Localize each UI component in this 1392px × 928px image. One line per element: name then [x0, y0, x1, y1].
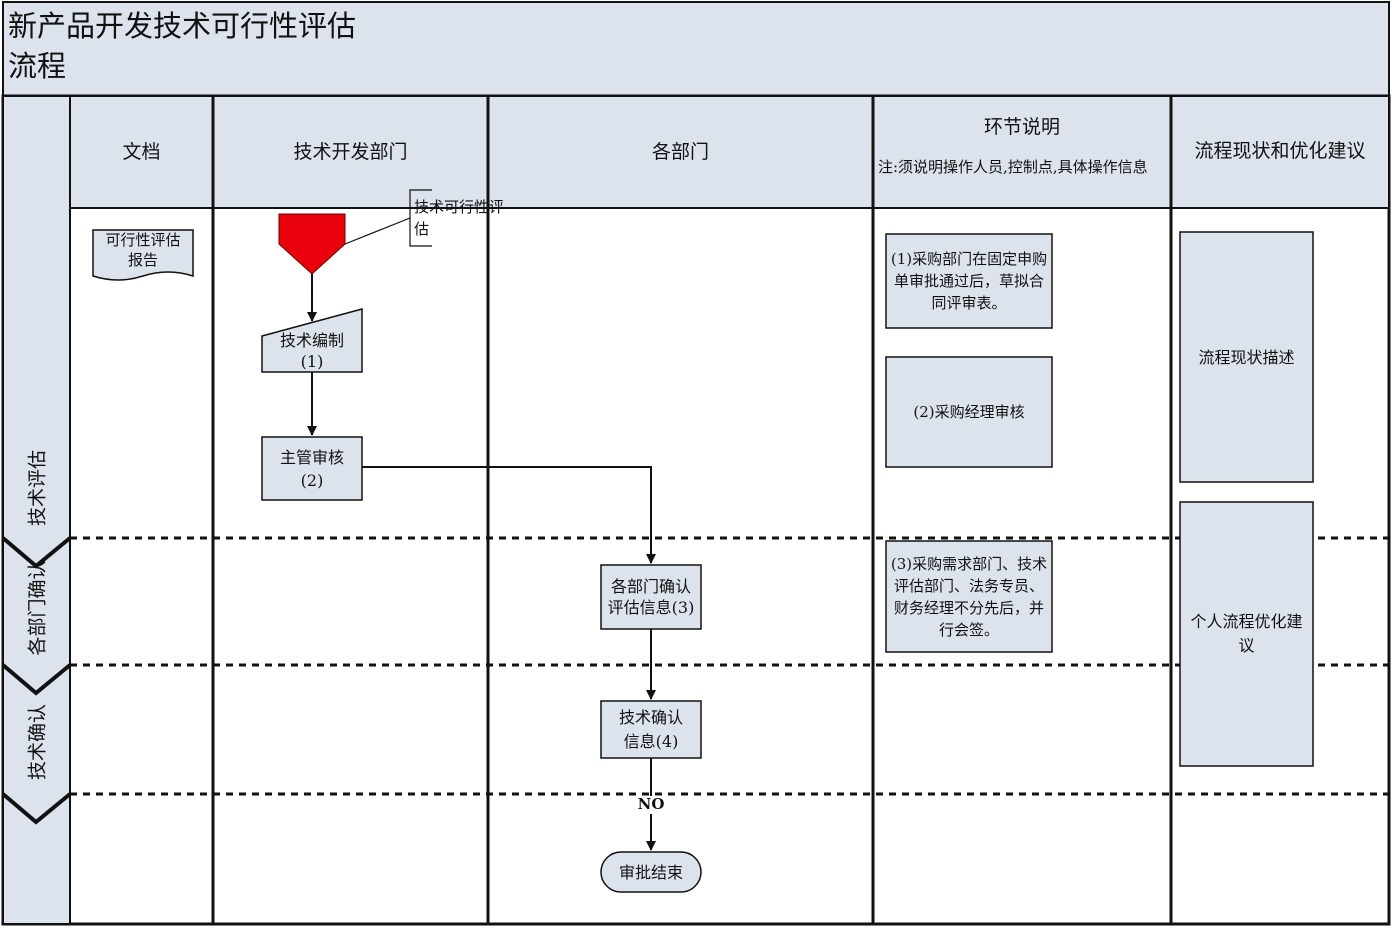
column-header-optimization: 流程现状和优化建议 — [1194, 140, 1366, 162]
phase-chevron — [1, 663, 72, 696]
phase-chevron — [1, 792, 72, 825]
note2-label: (2)采购经理审核 — [913, 402, 1025, 421]
callout-line — [344, 217, 411, 245]
phase-label-tech-eval: 技术评估 — [26, 449, 49, 527]
outer-frame — [1, 94, 1391, 926]
compile-node-label: 技术编制 (1) — [279, 331, 344, 371]
status-label: 流程现状描述 — [1198, 347, 1295, 367]
compile-node-shape — [261, 308, 363, 373]
column-header-step-desc: 环节说明 — [983, 115, 1060, 138]
report-document-label: 可行性评估报告 — [105, 231, 181, 269]
column-header-document: 文档 — [122, 140, 161, 163]
start-node — [278, 213, 346, 275]
phase-label-tech-confirm: 技术确认 — [26, 703, 49, 781]
note1-shape — [885, 233, 1053, 329]
supervisor-node-label: 主管审核 (2) — [279, 447, 344, 490]
phase-column — [2, 95, 71, 925]
title-bar — [2, 1, 1390, 97]
end-node-label: 审批结束 — [618, 862, 683, 882]
page-title: 新产品开发技术可行性评估 流程 — [8, 9, 357, 83]
dept-confirm-node-label: 各部门确认评估信息(3) — [607, 577, 695, 617]
phase-chevron — [1, 536, 72, 569]
supervisor-node-shape — [261, 436, 363, 501]
column-header-tech-dept: 技术开发部门 — [293, 140, 408, 163]
tech-confirm-node-label: 技术确认 信息(4) — [618, 707, 683, 751]
column-header-step-note: 注:须说明操作人员,控制点,具体操作信息 — [878, 158, 1148, 176]
note1-label: (1)采购部门在固定申购单审批通过后，草拟合同评审表。 — [890, 250, 1048, 312]
end-node-shape — [600, 851, 702, 893]
header-row — [69, 95, 1390, 209]
dept-confirm-node-shape — [600, 564, 702, 630]
arrow-supervisor-to-dept — [362, 466, 656, 564]
no-label: NO — [637, 794, 665, 813]
suggestion-label: 个人流程优化建议 — [1190, 612, 1303, 655]
note3-shape — [885, 540, 1053, 653]
phase-label-dept-confirm: 各部门确认 — [26, 560, 49, 656]
suggestion-shape — [1179, 501, 1314, 767]
column-header-all-depts: 各部门 — [651, 140, 709, 163]
start-callout-label: 技术可行性评估 — [414, 198, 505, 238]
note3-label: (3)采购需求部门、技术评估部门、法务专员、财务经理不分先后，并行会签。 — [890, 554, 1048, 639]
note2-shape — [885, 356, 1053, 468]
status-shape — [1179, 231, 1314, 483]
report-document-shape — [92, 229, 194, 281]
